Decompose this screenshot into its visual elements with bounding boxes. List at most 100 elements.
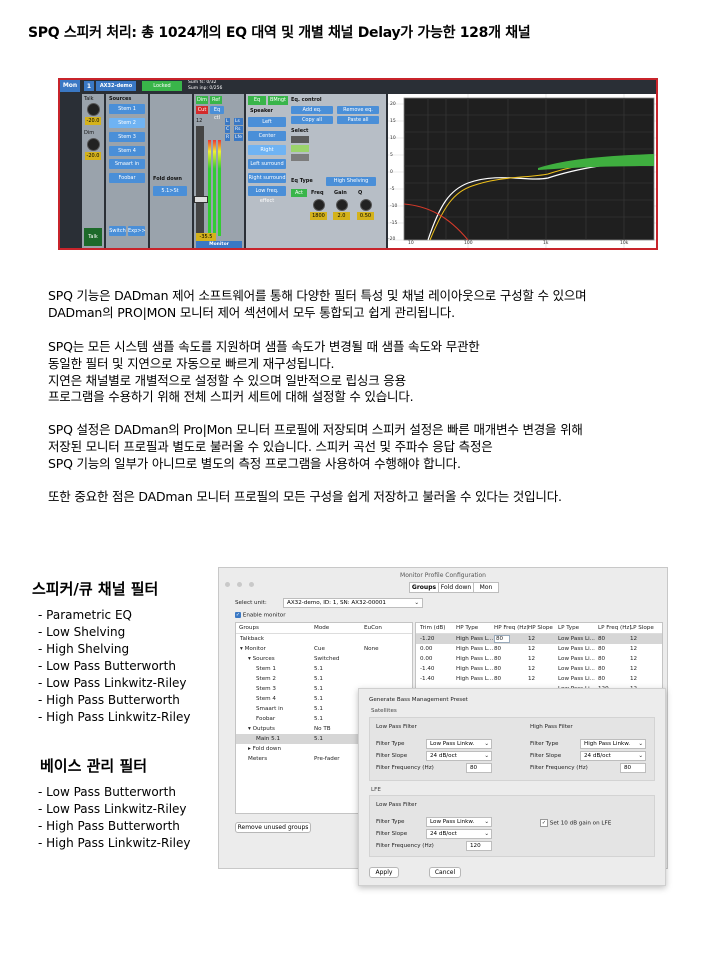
hp-filter-type-dropdown[interactable]: High Pass Linkw.⌄ [580,739,646,749]
act-button[interactable]: Act [291,189,307,197]
freq-knob[interactable] [313,199,325,211]
zoom-dot-icon[interactable] [249,582,255,587]
tab-mon[interactable]: Mon [474,582,499,593]
ref-button[interactable]: Ref [210,96,222,104]
talk-button[interactable]: Talk [84,228,102,246]
hp-filter-slope-dropdown[interactable]: 24 dB/oct⌄ [580,751,646,761]
lfe-gain-checkbox[interactable]: ✓ [540,819,548,827]
tab-groups[interactable]: Groups [409,582,439,593]
tab-fold-down[interactable]: Fold down [439,582,474,593]
source-stem-1[interactable]: Stem 1 [109,104,145,114]
eq-type-dropdown[interactable]: High Shelving [326,177,376,186]
remove-unused-groups-button[interactable]: Remove unused groups [235,822,311,833]
list-item: - Low Shelving [38,625,126,639]
close-dot-icon[interactable] [225,582,230,587]
lp-filter-slope-label: Filter Slope [376,753,408,759]
lfe-filter-freq-input[interactable]: 120 [466,841,492,851]
tree-row-mode: Cue [314,646,325,652]
speaker-right-surround[interactable]: Right surround [248,173,286,183]
table-cell: High Pass L... [456,636,494,642]
talk-value: -20.0 [85,117,101,125]
select-unit-dropdown[interactable]: AX32-demo, ID: 1, SN: AX32-00001 ⌄ [283,598,423,608]
locked-badge[interactable]: Locked [142,81,182,91]
monitor-label: Monitor [196,241,242,248]
freq-value: 1800 [310,212,327,220]
select-band-3[interactable] [291,154,309,161]
speaker-lfe[interactable]: Low freq. effect [248,186,286,204]
dim-value: -20.0 [85,152,101,160]
cancel-button[interactable]: Cancel [429,867,461,878]
speaker-center[interactable]: Center [248,131,286,141]
monitor-level-value: -35.5 [196,233,216,241]
minimize-dot-icon[interactable] [237,582,243,587]
graph-x-tick: 10k [620,241,629,246]
table-cell: Low Pass Li... [558,676,595,682]
lfe-filter-type-dropdown[interactable]: Low Pass Linkw.⌄ [426,817,492,827]
paragraph-line: 지연은 채널별로 개별적으로 설정할 수 있으며 일반적으로 립싱크 응용 [48,372,406,388]
lp-filter-type-label: Filter Type [376,741,405,747]
talk-knob[interactable] [87,103,100,116]
tree-row[interactable]: Talkback [236,634,412,644]
source-smaart-in[interactable]: Smaart in [109,159,145,169]
fader-handle[interactable] [194,196,208,203]
hp-filter-freq-input[interactable]: 80 [620,763,646,773]
paste-all-button[interactable]: Paste all [337,116,379,124]
dim-button[interactable]: Dim [196,96,208,104]
enable-monitor-checkbox[interactable]: ✓ [235,612,241,618]
add-eq-button[interactable]: Add eq. [291,106,333,114]
remove-eq-button[interactable]: Remove eq. [337,106,379,114]
copy-all-button[interactable]: Copy all [291,116,333,124]
source-foobar[interactable]: Foobar [109,173,145,183]
tree-row-mode: No TB [314,726,331,732]
tab-bmngt[interactable]: BMngt [268,96,288,105]
tree-row[interactable]: ▸ Fold down [236,744,412,754]
frequency-response-graph[interactable]: 20 15 10 5 0 -5 -10 -15 -20 10 100 1k 10… [388,94,656,248]
source-stem-4[interactable]: Stem 4 [109,146,145,156]
lp-filter-freq-input[interactable]: 80 [466,763,492,773]
speaker-left[interactable]: Left [248,117,286,127]
eq-ctl-button[interactable]: Eq ctl [210,106,224,121]
switch-button[interactable]: Switch [109,226,126,236]
table-cell: 80 [598,646,606,652]
high-pass-filter-label: High Pass Filter [530,724,573,730]
q-knob[interactable] [360,199,372,211]
apply-button[interactable]: Apply [369,867,399,878]
lp-filter-slope-dropdown[interactable]: 24 dB/oct⌄ [426,751,492,761]
lp-filter-type-dropdown[interactable]: Low Pass Linkw.⌄ [426,739,492,749]
low-pass-filter-label: Low Pass Filter [376,724,417,730]
select-band-1[interactable] [291,136,309,143]
select-band-2[interactable] [291,145,309,152]
source-stem-2[interactable]: Stem 2 [109,118,145,128]
exp-button[interactable]: Exp>> [128,226,146,236]
fold-down-value[interactable]: 5.1>St [153,186,187,196]
chevron-updown-icon: ⌄ [638,753,643,759]
lfe-filter-slope-dropdown[interactable]: 24 dB/oct⌄ [426,829,492,839]
speaker-right[interactable]: Right [248,145,286,155]
gain-knob[interactable] [336,199,348,211]
dim-knob[interactable] [87,138,100,151]
tab-mon[interactable]: Mon [60,80,80,92]
tab-eq[interactable]: Eq [248,96,266,105]
cut-button[interactable]: Cut [196,106,208,114]
fader-track[interactable] [196,126,204,238]
col-mode: Mode [314,625,330,631]
source-stem-3[interactable]: Stem 3 [109,132,145,142]
speaker-left-surround[interactable]: Left surround [248,159,286,169]
